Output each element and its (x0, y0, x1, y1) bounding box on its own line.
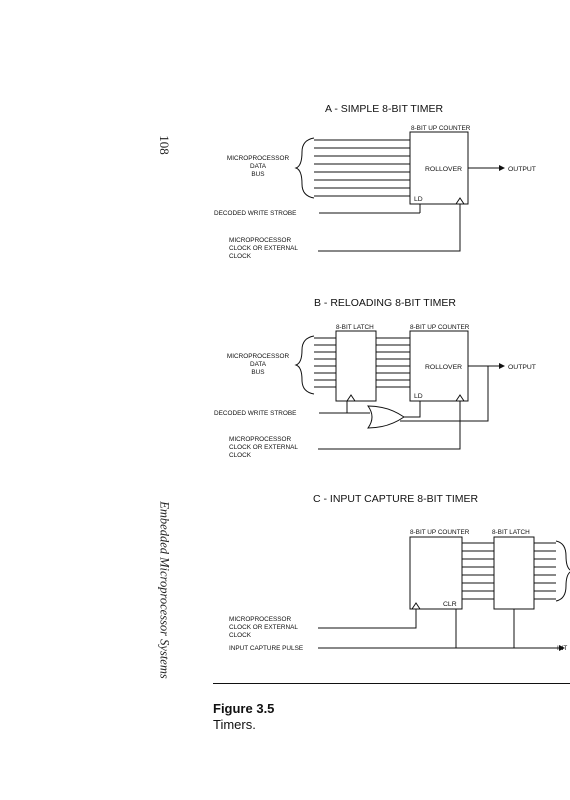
bus-label-a-line3: BUS (251, 171, 264, 178)
diagram-b (294, 330, 505, 450)
diagram-b-title: B - RELOADING 8-BIT TIMER (314, 297, 456, 309)
clock-label-c-line3: CLOCK (229, 632, 252, 639)
capture-pulse-label-c: INPUT CAPTURE PULSE (229, 645, 303, 652)
caption-rule (213, 683, 570, 684)
ld-label-b: LD (414, 393, 423, 400)
diagram-c (318, 536, 570, 651)
bus-label-b-line2: DATA (250, 361, 267, 368)
clock-label-a-line3: CLOCK (229, 253, 252, 260)
clock-line-a (318, 204, 461, 252)
clock-triangle-c (411, 602, 421, 610)
figure-label: Figure 3.5 (213, 701, 275, 716)
interrupt-label-c: INT (557, 645, 567, 652)
latch-label-b: 8-BIT LATCH (336, 324, 374, 331)
clock-label-a-line1: MICROPROCESSOR (229, 237, 292, 244)
counter-label-c: 8-BIT UP COUNTER (410, 529, 470, 536)
clr-label-c: CLR (443, 601, 457, 608)
clock-label-a-line2: CLOCK OR EXTERNAL (229, 245, 298, 252)
diagram-a (294, 131, 505, 252)
output-label-b: OUTPUT (508, 364, 536, 371)
counter-box-c (409, 536, 463, 610)
bus-label-a-line2: DATA (250, 163, 267, 170)
clock-label-b-line2: CLOCK OR EXTERNAL (229, 444, 298, 451)
output-label-a: OUTPUT (508, 166, 536, 173)
latch-to-counter-bus-b (376, 337, 410, 388)
diagram-c-title: C - INPUT CAPTURE 8-BIT TIMER (313, 493, 479, 505)
bus-brace-a (294, 137, 315, 199)
data-bus-a (314, 139, 410, 197)
latch-box-b (335, 330, 377, 402)
timers-figure: A - SIMPLE 8-BIT TIMER 8-BIT UP COUNTER … (214, 103, 570, 652)
bus-label-b-line3: BUS (251, 369, 264, 376)
clock-triangle-b (455, 394, 465, 402)
clock-triangle-a (455, 197, 465, 205)
output-bus-c (534, 542, 556, 600)
rollover-label-b: ROLLOVER (425, 364, 462, 371)
counter-to-latch-bus-c (462, 542, 494, 600)
clock-label-b-line1: MICROPROCESSOR (229, 436, 292, 443)
write-strobe-label-b: DECODED WRITE STROBE (214, 410, 296, 417)
latch-label-c: 8-BIT LATCH (492, 529, 530, 536)
output-feedback-b (400, 366, 489, 422)
clock-line-b (318, 401, 461, 450)
ld-label-a: LD (414, 196, 423, 203)
diagram-a-title: A - SIMPLE 8-BIT TIMER (325, 103, 443, 115)
bus-label-b-line1: MICROPROCESSOR (227, 353, 290, 360)
counter-label-b: 8-BIT UP COUNTER (410, 324, 470, 331)
latch-box-c (493, 536, 535, 610)
counter-label-a: 8-BIT UP COUNTER (411, 125, 471, 132)
data-bus-b (314, 337, 336, 388)
clock-label-c-line1: MICROPROCESSOR (229, 616, 292, 623)
bus-brace-b (294, 335, 315, 395)
clock-line-c (318, 609, 417, 629)
rollover-label-a: ROLLOVER (425, 166, 462, 173)
bus-brace-c (555, 540, 570, 602)
or-gate-b (367, 405, 405, 429)
clock-label-b-line3: CLOCK (229, 452, 252, 459)
figure-caption: Timers. (213, 717, 256, 732)
clock-label-c-line2: CLOCK OR EXTERNAL (229, 624, 298, 631)
bus-label-a-line1: MICROPROCESSOR (227, 155, 290, 162)
write-strobe-label-a: DECODED WRITE STROBE (214, 210, 296, 217)
